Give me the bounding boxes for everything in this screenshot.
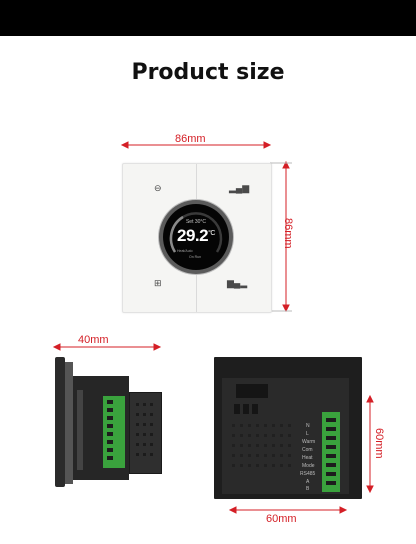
page-title: Product size <box>131 60 285 85</box>
display-ring: Set 30°C 29.2°C Heat/Auto On Run <box>159 200 233 274</box>
terminal-label-rs485: RS485 <box>300 471 316 477</box>
mode-icon[interactable]: ⊞ <box>154 278 162 288</box>
terminal-label-l: L <box>306 431 309 437</box>
temperature-arc <box>169 212 223 253</box>
signal-up-icon[interactable]: ▂▄▆ <box>229 183 250 193</box>
signal-down-icon[interactable]: ▆▄▂ <box>227 278 248 288</box>
terminal-label-mode: Mode <box>302 463 315 469</box>
side-vents <box>136 403 153 456</box>
side-view-housing <box>129 392 162 474</box>
terminal-label-com: Com <box>302 447 313 453</box>
thermostat-front-panel: ⊖ ▂▄▆ ⊞ ▆▄▂ Set 30°C 29.2°C Heat/Auto On… <box>122 163 272 313</box>
front-width-label: 86mm <box>175 133 206 145</box>
side-view-body <box>73 376 129 480</box>
round-display: Set 30°C 29.2°C Heat/Auto On Run <box>163 204 229 270</box>
front-height-label: 86mm <box>282 218 294 249</box>
back-view-housing: N L Warm Com Heat Mode RS485 A B <box>222 378 349 494</box>
run-text: On Run <box>189 255 202 259</box>
back-width-label: 60mm <box>266 513 297 525</box>
terminal-label-warm: Warm <box>302 439 316 445</box>
terminal-label-a: A <box>306 479 310 485</box>
terminal-label-n: N <box>306 423 310 429</box>
back-height-label: 60mm <box>373 428 385 459</box>
side-view-bezel <box>65 362 73 484</box>
mode-text: Heat/Auto <box>177 249 193 253</box>
depth-label: 40mm <box>78 334 109 346</box>
side-view-faceplate <box>55 357 65 487</box>
set-temperature-text: Set 30°C <box>185 219 207 225</box>
power-icon[interactable]: ⊖ <box>154 183 162 193</box>
terminal-label-heat: Heat <box>302 455 313 461</box>
temperature-unit: °C <box>208 230 215 237</box>
top-banner <box>0 0 416 36</box>
temperature-value: 29.2 <box>177 226 209 245</box>
side-terminal-screws <box>77 390 113 470</box>
current-temperature: 29.2°C <box>163 226 229 246</box>
terminal-label-b: B <box>306 486 310 492</box>
back-details <box>232 384 340 492</box>
